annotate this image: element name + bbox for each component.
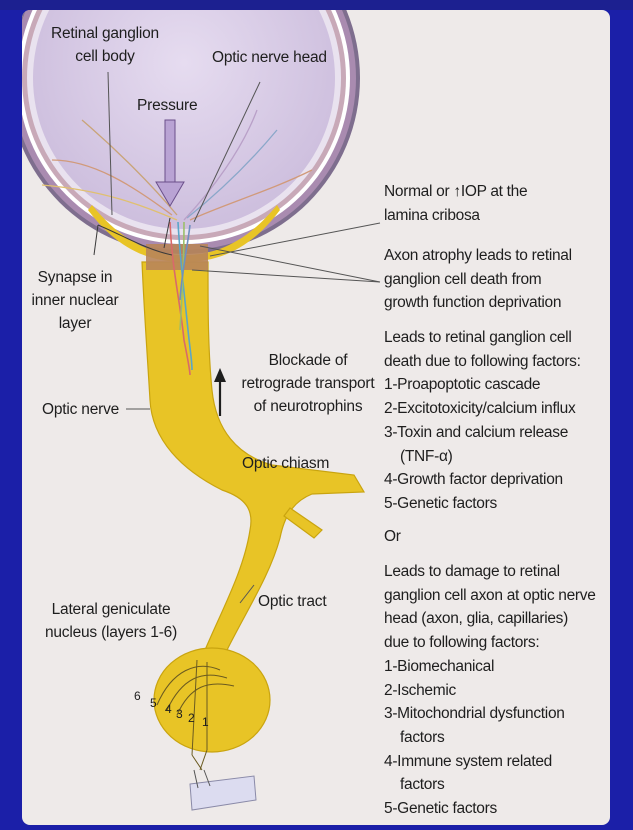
optic-nerve-body [142, 262, 364, 752]
atrophy-note: Axon atrophy leads to retinal ganglion c… [384, 244, 610, 315]
damage-factor: 4-Immune system related [384, 750, 610, 774]
damage-intro-line: due to following factors: [384, 631, 610, 655]
death-factors-note: Leads to retinal ganglion cell death due… [384, 326, 610, 516]
death-intro-line: Leads to retinal ganglion cell [384, 326, 610, 350]
damage-intro-line: ganglion cell axon at optic nerve [384, 584, 610, 608]
lgn-layer-1: 1 [202, 715, 209, 729]
rgc-body-label: Retinal ganglion cell body [40, 22, 170, 68]
lgn-layer-5: 5 [150, 696, 157, 710]
damage-factor: 5-Genetic factors [384, 797, 610, 821]
death-factor: 1-Proapoptotic cascade [384, 373, 610, 397]
iop-text-c: lamina cribosa [384, 204, 610, 228]
pressure-label: Pressure [137, 94, 197, 117]
figure-panel: 6 5 4 3 2 1 Retinal ganglion cell body O… [22, 10, 610, 825]
optic-nerve-label: Optic nerve [42, 398, 119, 421]
lgn-layer-6: 6 [134, 689, 141, 703]
death-intro-line: death due to following factors: [384, 350, 610, 374]
iop-up-arrow-icon: ↑ [453, 183, 460, 200]
blockade-label: Blockade of retrograde transport of neur… [228, 349, 388, 418]
atrophy-line: Axon atrophy leads to retinal [384, 244, 610, 268]
damage-factor: 2-Ischemic [384, 679, 610, 703]
lgn-layer-4: 4 [165, 702, 172, 716]
damage-factor-cont: factors [384, 726, 610, 750]
lgn-layer-3: 3 [176, 707, 183, 721]
death-factor-cont: (TNF-α) [384, 445, 610, 469]
lgn-layer-2: 2 [188, 711, 195, 725]
damage-factor: 3-Mitochondrial dysfunction [384, 702, 610, 726]
iop-note: Normal or ↑IOP at the lamina cribosa [384, 180, 610, 227]
optic-tract-label: Optic tract [258, 590, 326, 613]
damage-intro-line: Leads to damage to retinal [384, 560, 610, 584]
optic-nerve-head-label: Optic nerve head [212, 46, 327, 69]
death-factor: 4-Growth factor deprivation [384, 468, 610, 492]
cortex-card [190, 770, 256, 810]
synapse-label: Synapse in inner nuclear layer [30, 266, 120, 335]
damage-factors-note: Leads to damage to retinal ganglion cell… [384, 560, 610, 821]
damage-factor: 1-Biomechanical [384, 655, 610, 679]
atrophy-line: growth function deprivation [384, 291, 610, 315]
iop-text-b: IOP at the [461, 183, 528, 200]
or-label: Or [384, 525, 610, 549]
damage-intro-line: head (axon, glia, capillaries) [384, 607, 610, 631]
lgn-label: Lateral geniculate nucleus (layers 1-6) [36, 598, 186, 644]
lamina-cribrosa [146, 244, 208, 270]
death-factor: 3-Toxin and calcium release [384, 421, 610, 445]
optic-chiasm-label: Optic chiasm [242, 452, 329, 475]
slide-top-band [0, 0, 633, 10]
atrophy-line: ganglion cell death from [384, 268, 610, 292]
death-factor: 2-Excitotoxicity/calcium influx [384, 397, 610, 421]
death-factor: 5-Genetic factors [384, 492, 610, 516]
damage-factor-cont: factors [384, 773, 610, 797]
iop-text-a: Normal or [384, 183, 453, 200]
